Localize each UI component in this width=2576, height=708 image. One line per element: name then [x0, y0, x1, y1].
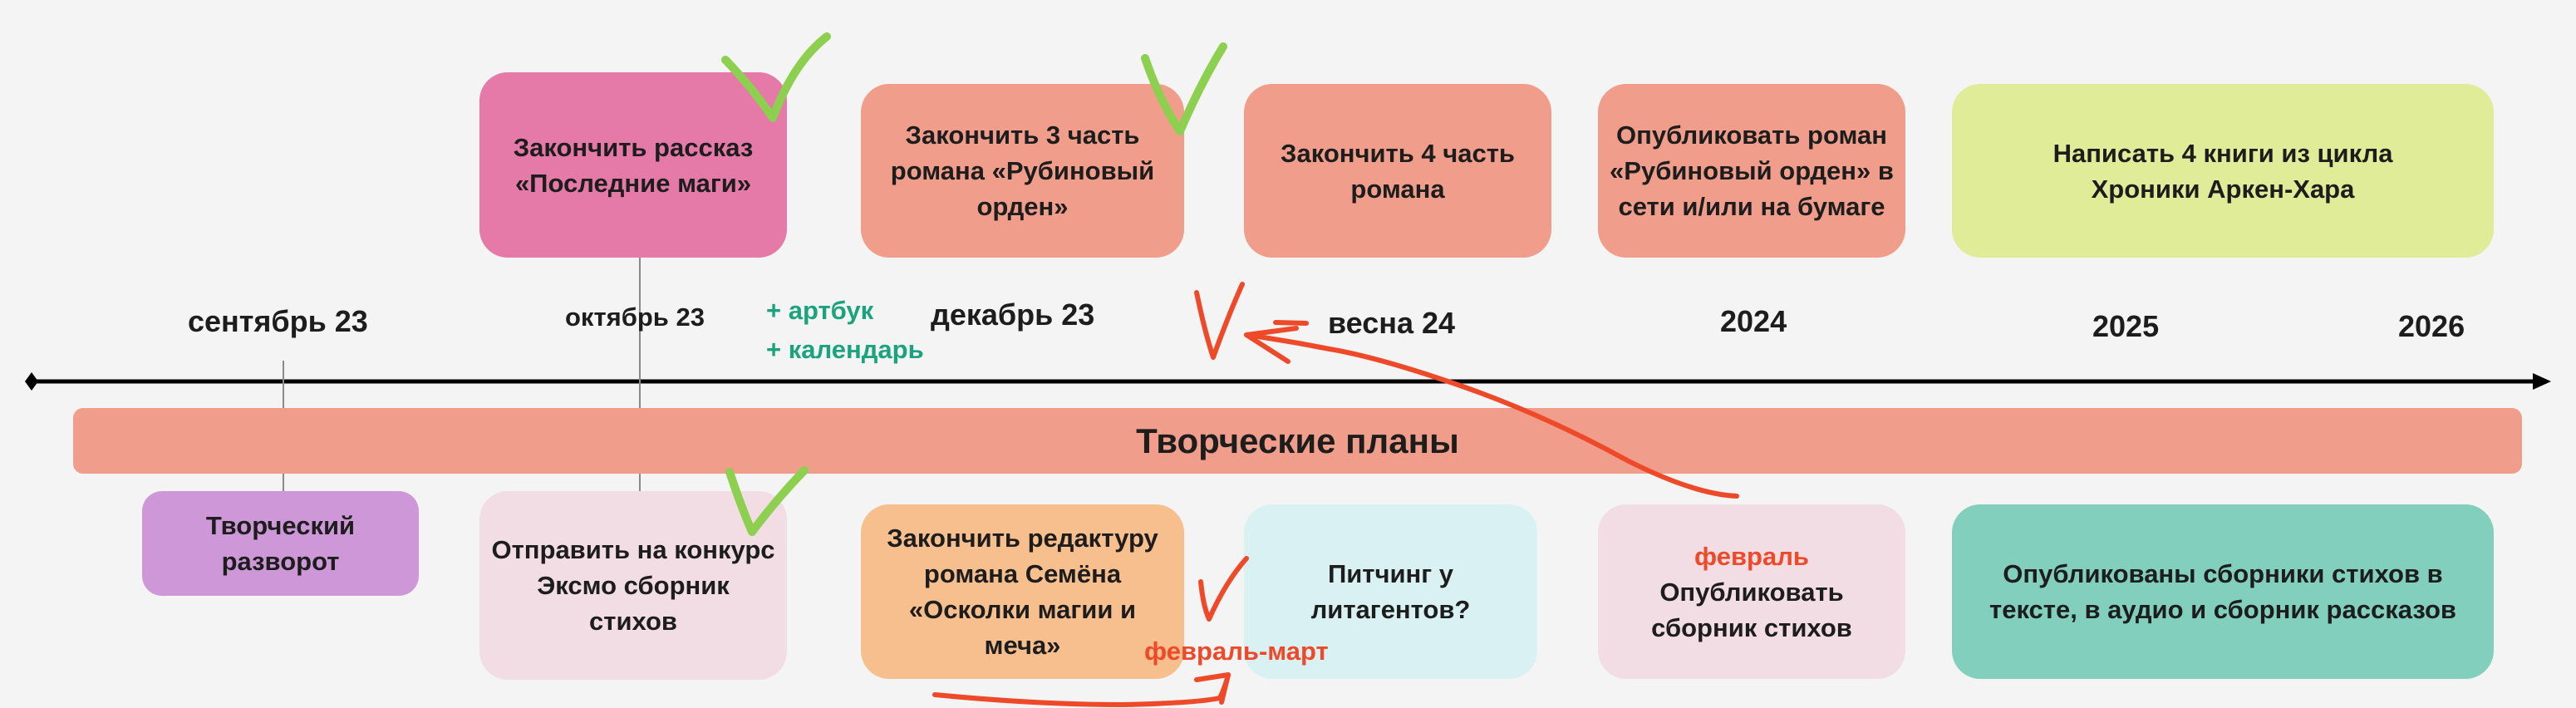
- card-finish-part-3[interactable]: Закончить 3 часть романа «Рубиновый орде…: [861, 84, 1184, 258]
- card-pitching[interactable]: Питчинг у литагентов?: [1244, 504, 1537, 679]
- label-december-23: декабрь 23: [931, 297, 1095, 332]
- card-text: Отправить на конкурс Эксмо сборник стихо…: [491, 535, 775, 636]
- card-note-february: февраль: [1694, 541, 1809, 571]
- arrowhead-icon: [1194, 672, 1231, 705]
- card-text: Закончить 3 часть романа «Рубиновый орде…: [890, 120, 1155, 221]
- band-title: Творческие планы: [1136, 420, 1459, 460]
- card-text: Закончить редактуру романа Семёна «Оскол…: [887, 524, 1158, 660]
- card-finish-part-4[interactable]: Закончить 4 часть романа: [1244, 84, 1551, 258]
- card-text: Питчинг у литагентов?: [1310, 559, 1471, 624]
- red-dash: [1273, 320, 1309, 326]
- card-text: Закончить рассказ «Последние маги»: [513, 132, 754, 198]
- label-2026: 2026: [2398, 309, 2465, 343]
- card-text: Опубликованы сборники стихов в тексте, в…: [1989, 559, 2456, 624]
- label-2024: 2024: [1720, 304, 1787, 338]
- card-text: Творческий разворот: [205, 511, 356, 576]
- label-spring-24: весна 24: [1328, 306, 1456, 340]
- plans-band: Творческие планы: [73, 408, 2522, 474]
- red-arrow-icon: [932, 672, 1231, 707]
- card-creative-spread[interactable]: Творческий разворот: [142, 491, 419, 596]
- card-text: Закончить 4 часть романа: [1281, 138, 1515, 204]
- card-write-4-books[interactable]: Написать 4 книги из цикла Хроники Аркен-…: [1952, 84, 2494, 258]
- label-2025: 2025: [2092, 309, 2160, 343]
- note-feb-march: февраль-март: [1144, 637, 1329, 666]
- label-october-23: октябрь 23: [565, 302, 705, 332]
- red-check-icon: [1194, 282, 1245, 360]
- card-publish-poems[interactable]: февраль Опубликовать сборник стихов: [1598, 504, 1905, 679]
- card-published-collections[interactable]: Опубликованы сборники стихов в тексте, в…: [1952, 504, 2494, 679]
- connector-line: [639, 258, 641, 491]
- card-text: Опубликовать роман «Рубиновый орден» в с…: [1610, 120, 1894, 221]
- card-finish-editing[interactable]: Закончить редактуру романа Семёна «Оскол…: [861, 504, 1184, 679]
- extra-artbook: + артбук: [766, 296, 874, 325]
- card-finish-story[interactable]: Закончить рассказ «Последние маги»: [479, 72, 787, 258]
- arrowhead-icon: [1244, 326, 1299, 364]
- card-text: Написать 4 книги из цикла Хроники Аркен-…: [2052, 138, 2393, 204]
- card-text: Опубликовать сборник стихов: [1651, 577, 1852, 642]
- red-check-icon: [1198, 556, 1249, 622]
- card-send-eksmo[interactable]: Отправить на конкурс Эксмо сборник стихо…: [479, 491, 787, 680]
- label-september-23: сентябрь 23: [188, 304, 368, 338]
- card-publish-novel[interactable]: Опубликовать роман «Рубиновый орден» в с…: [1598, 84, 1905, 258]
- extra-calendar: + календарь: [766, 335, 924, 364]
